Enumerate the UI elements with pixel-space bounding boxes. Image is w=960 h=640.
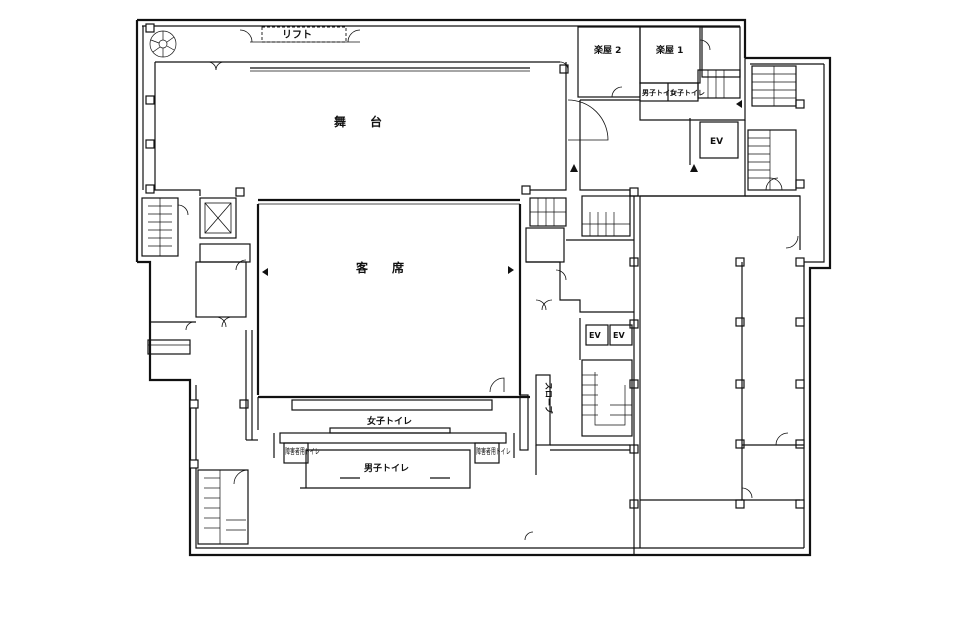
east-wing [524, 195, 804, 541]
outer-walls [135, 18, 832, 557]
label-mens-toilet-bottom: 男子トイレ [364, 463, 409, 474]
sw-stair [197, 469, 249, 545]
stage-room [154, 61, 609, 205]
slope-area [489, 374, 630, 475]
label-ev-right: EV [613, 331, 625, 340]
label-dressing-room-1: 楽屋 1 [656, 44, 683, 56]
toilets-south [246, 395, 530, 489]
label-ev-left: EV [589, 331, 601, 340]
room-labels: リフト 舞 台 楽屋 2 楽屋 1 男子トイレ 女子トイレ EV 客 席 EV … [282, 29, 723, 474]
columns [145, 23, 805, 509]
label-accessible-toilet-left: 障害者用トイレ [285, 446, 320, 457]
lift-area [149, 26, 361, 71]
label-slope: スロープ [544, 382, 554, 415]
east-core [525, 195, 641, 555]
label-womens-toilet-bottom: 女子トイレ [367, 415, 412, 427]
exit-markers [262, 100, 742, 276]
label-stage: 舞 台 [333, 114, 382, 129]
label-audience-seats: 客 席 [355, 260, 404, 275]
label-accessible-toilet-right: 障害者用トイレ [476, 446, 511, 457]
label-womens-toilet-top: 女子トイレ [670, 88, 705, 97]
label-dressing-room-2: 楽屋 2 [594, 44, 621, 56]
audience-hall [141, 197, 522, 440]
label-ev-top: EV [710, 137, 723, 147]
label-lift: リフト [282, 29, 312, 41]
label-mens-toilet-top: 男子トイレ [642, 89, 677, 97]
